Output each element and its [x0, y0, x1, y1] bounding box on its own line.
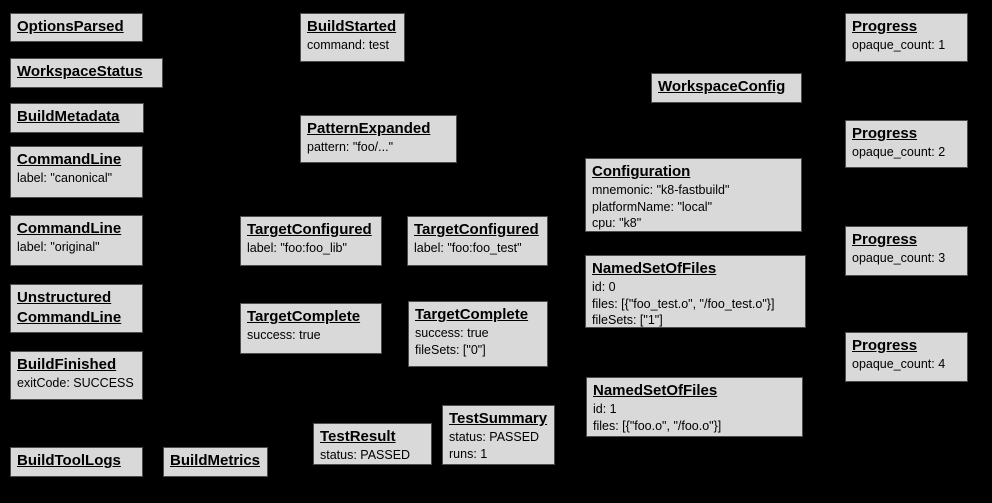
node-attr: platformName: "local": [592, 199, 713, 214]
node-attr: success: true: [247, 328, 321, 342]
node-attr: exitCode: SUCCESS: [17, 376, 134, 390]
node-attr: label: "canonical": [17, 171, 113, 185]
node-progress-1: Progress opaque_count: 1: [845, 13, 968, 62]
node-title: OptionsParsed: [17, 18, 124, 35]
node-title: PatternExpanded: [307, 120, 431, 137]
node-workspace-config: WorkspaceConfig: [651, 73, 802, 103]
node-attr: mnemonic: "k8-fastbuild": [592, 183, 730, 197]
node-title: TargetComplete: [415, 306, 529, 323]
node-build-tool-logs: BuildToolLogs: [10, 447, 143, 477]
node-attr: id: 0: [592, 280, 616, 294]
node-title: TestResult: [320, 428, 396, 445]
node-attr: id: 1: [593, 402, 617, 416]
node-attr: label: "foo:foo_lib": [247, 241, 347, 255]
node-title: TargetComplete: [247, 308, 361, 325]
node-title: BuildMetadata: [17, 108, 120, 125]
node-title: NamedSetOfFiles: [592, 260, 717, 277]
node-named-set-of-files-1: NamedSetOfFiles id: 1 files: [{"foo.o", …: [586, 377, 803, 437]
node-progress-3: Progress opaque_count: 3: [845, 226, 968, 276]
node-test-result: TestResult status: PASSED: [313, 423, 432, 465]
node-attr: opaque_count: 1: [852, 38, 946, 52]
node-title: BuildMetrics: [170, 452, 261, 469]
node-command-line-canonical: CommandLine label: "canonical": [10, 146, 143, 198]
node-attr: pattern: "foo/...": [307, 140, 394, 154]
node-progress-4: Progress opaque_count: 4: [845, 332, 968, 382]
node-attr: opaque_count: 4: [852, 357, 946, 371]
node-target-complete-foo-lib: TargetComplete success: true: [240, 303, 382, 354]
node-attr: label: "original": [17, 240, 100, 254]
node-attr: runs: 1: [449, 446, 488, 461]
node-pattern-expanded: PatternExpanded pattern: "foo/...": [300, 115, 457, 163]
node-title: BuildStarted: [307, 18, 397, 35]
node-build-metadata: BuildMetadata: [10, 103, 144, 133]
node-build-started: BuildStarted command: test: [300, 13, 405, 62]
node-attr: opaque_count: 2: [852, 145, 946, 159]
node-progress-2: Progress opaque_count: 2: [845, 120, 968, 168]
node-title: Progress: [852, 125, 918, 142]
node-attr: status: PASSED: [449, 430, 540, 444]
node-attr: success: true: [415, 326, 489, 340]
node-title: CommandLine: [17, 309, 122, 326]
node-named-set-of-files-0: NamedSetOfFiles id: 0 files: [{"foo_test…: [585, 255, 806, 328]
node-title: TargetConfigured: [247, 221, 372, 238]
node-title: WorkspaceConfig: [658, 78, 786, 95]
node-title: Unstructured: [17, 289, 112, 306]
node-target-configured-foo-lib: TargetConfigured label: "foo:foo_lib": [240, 216, 382, 266]
node-attr: opaque_count: 3: [852, 251, 946, 265]
node-title: CommandLine: [17, 220, 122, 237]
node-command-line-original: CommandLine label: "original": [10, 215, 143, 266]
node-title: TargetConfigured: [414, 221, 539, 238]
node-attr: fileSets: ["1"]: [592, 313, 663, 327]
node-attr: cpu: "k8": [592, 216, 642, 230]
node-title: BuildToolLogs: [17, 452, 121, 469]
node-title: BuildFinished: [17, 356, 117, 373]
node-workspace-status: WorkspaceStatus: [10, 58, 163, 88]
node-build-finished: BuildFinished exitCode: SUCCESS: [10, 351, 143, 400]
node-title: NamedSetOfFiles: [593, 382, 718, 399]
node-attr: status: PASSED: [320, 448, 411, 462]
node-build-metrics: BuildMetrics: [163, 447, 268, 477]
node-options-parsed: OptionsParsed: [10, 13, 143, 42]
node-title: Progress: [852, 337, 918, 354]
node-title: TestSummary: [449, 410, 548, 427]
node-attr: files: [{"foo.o", "/foo.o"}]: [593, 418, 722, 433]
node-title: Configuration: [592, 163, 691, 180]
node-attr: fileSets: ["0"]: [415, 342, 486, 357]
node-title: WorkspaceStatus: [17, 63, 143, 80]
node-title: Progress: [852, 18, 918, 35]
node-target-complete-foo-test: TargetComplete success: true fileSets: […: [408, 301, 548, 367]
node-attr: files: [{"foo_test.o", "/foo_test.o"}]: [592, 296, 775, 311]
node-target-configured-foo-test: TargetConfigured label: "foo:foo_test": [407, 216, 548, 266]
node-title: Progress: [852, 231, 918, 248]
node-attr: command: test: [307, 38, 389, 52]
node-title: CommandLine: [17, 151, 122, 168]
node-configuration: Configuration mnemonic: "k8-fastbuild" p…: [585, 158, 802, 232]
node-unstructured-command-line: Unstructured CommandLine: [10, 284, 143, 333]
node-attr: label: "foo:foo_test": [414, 241, 522, 255]
node-test-summary: TestSummary status: PASSED runs: 1: [442, 405, 555, 465]
